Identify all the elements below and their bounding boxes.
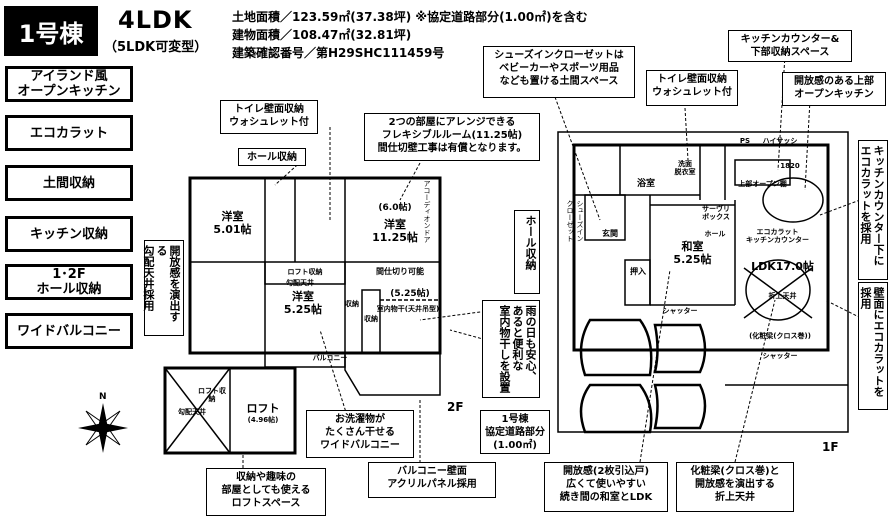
- callout-loft: 収納や趣味の 部屋としても使える ロフトスペース: [206, 468, 326, 516]
- flex-room-a: (6.0帖): [378, 203, 412, 213]
- loft-storage-2f: ロフト収納: [287, 268, 323, 276]
- callout-flexible-room: 2つの部屋にアレンジできる フレキシブルルーム(11.25帖) 間仕切壁工事は有…: [364, 113, 540, 161]
- loft-size: (4.96帖): [247, 416, 279, 424]
- building-badge: 1号棟: [4, 6, 98, 56]
- flex-room-b: (5.25帖): [390, 289, 430, 299]
- callout-ceiling-right: 化粧梁(クロス巻)と 開放感を演出する 折上天井: [676, 462, 794, 512]
- land-area: 土地面積／123.59㎡(37.38坪) ※協定道路部分(1.00㎡)を含む: [232, 10, 588, 24]
- shutter-1f-a: シャッター: [662, 307, 698, 315]
- callout-open-kitchen: 開放感のある上部 オープンキッチン: [782, 72, 886, 106]
- callout-laundry: お洗濯物が たくさん干せる ワイドバルコニー: [306, 410, 414, 458]
- feature-item: 土間収納: [5, 165, 133, 201]
- callout-eco-carat-vertical: キッチンカウンター下に エコカラットを採用: [858, 140, 888, 280]
- shoes-closet-1f: シューズイン クローゼット: [566, 200, 584, 242]
- feature-item: キッチン収納: [5, 216, 133, 252]
- callout-shoes-closet: シューズインクローゼットは ベビーカーやスポーツ用品 なども置ける土間スペース: [483, 46, 635, 98]
- feature-item: エコカラット: [5, 115, 133, 151]
- callout-toilet-2f: トイレ壁面収納 ウォシュレット付: [220, 100, 318, 134]
- building-area: 建物面積／108.47㎡(32.81坪): [232, 28, 412, 42]
- callout-eco-carat-wall: 壁面にエコカラットを採用: [858, 282, 888, 410]
- beam-1f: (化粧梁(クロス巻)): [749, 332, 811, 340]
- compass-label: N: [99, 392, 107, 402]
- permit-number: 建築確認番号／第H29SHC111459号: [232, 46, 445, 60]
- callout-hall-storage-2f: ホール収納: [238, 148, 306, 166]
- hall-1f: ホール: [704, 230, 726, 238]
- layout-note: （5LDK可変型）: [104, 40, 208, 55]
- feature-item: アイランド風 オープンキッチン: [5, 66, 133, 102]
- room-south-2f: 洋室 5.25帖: [283, 290, 323, 316]
- bath-1f: 浴室: [636, 179, 655, 189]
- washroom-1f: 洗面 脱衣室: [674, 160, 696, 176]
- counter-size-1f: 1820: [780, 162, 800, 170]
- oshiire-1f: 押入: [630, 267, 646, 276]
- callout-toilet-1f: トイレ壁面収納 ウォシュレット付: [646, 70, 738, 106]
- callout-ceiling-left: 開放感を演出する 勾配天井採用: [142, 240, 184, 336]
- kitchen-shelf-1f: 上部オープン棚: [738, 180, 787, 188]
- high-sash-1f: ハイサッシ: [762, 137, 798, 145]
- feature-item: ワイドバルコニー: [5, 313, 133, 349]
- entrance-1f: 玄関: [602, 229, 618, 238]
- callout-balcony-wall: バルコニー壁面 アクリルパネル採用: [368, 462, 496, 498]
- room-west-2f: 洋室 5.01帖: [213, 210, 252, 236]
- callout-japanese-room: 開放感(2枚引込戸) 広くて使いやすい 続き間の和室とLDK: [544, 462, 668, 512]
- site-boundary: [557, 131, 849, 433]
- cloth-hanger: 室内物干(天井吊型): [376, 305, 440, 313]
- partition-note: 間仕切り可能: [376, 267, 424, 276]
- sannin-box-1f: サーヴリ ボックス: [702, 205, 730, 221]
- loft-room: ロフト: [246, 402, 280, 415]
- ps-1f: PS: [739, 137, 751, 145]
- storage-2f: 収納: [345, 300, 359, 308]
- callout-road-part: 1号棟 協定道路部分 (1.00㎡): [480, 410, 550, 454]
- accordion-door: アコーディオンドア: [423, 180, 431, 243]
- shutter-1f-b: シャッター: [762, 352, 798, 360]
- callout-rainy-day: 雨の日も安心、 あると便利な 室内物干しを設置: [482, 300, 540, 398]
- walk-2f: 収納: [364, 315, 378, 323]
- ldk-1f: LDK17.0帖: [751, 260, 814, 273]
- balcony-2f: バルコニー: [312, 354, 348, 362]
- ceiling-1f: 折上天井: [768, 292, 797, 300]
- eco-counter-1f: エコカラット キッチンカウンター: [746, 228, 809, 244]
- callout-hall-storage-1f: ホール収納: [514, 210, 540, 294]
- callout-kitchen-counter: キッチンカウンター& 下部収納スペース: [728, 30, 852, 62]
- plan-1f-outline: [572, 143, 830, 352]
- compass-icon: [78, 403, 128, 453]
- feature-item: 1･2F ホール収納: [5, 264, 133, 300]
- layout-type: 4LDK: [118, 6, 193, 34]
- floor-label-2f: 2F: [447, 400, 464, 414]
- loft-ceiling: 勾配天井: [178, 408, 206, 416]
- japanese-room-1f: 和室 5.25帖: [673, 240, 712, 266]
- floor-label-1f: 1F: [822, 440, 839, 454]
- loft-storage: ロフト収納: [198, 387, 226, 403]
- ceiling-2f: 勾配天井: [286, 279, 314, 287]
- room-flex-2f: 洋室 11.25帖: [372, 218, 418, 244]
